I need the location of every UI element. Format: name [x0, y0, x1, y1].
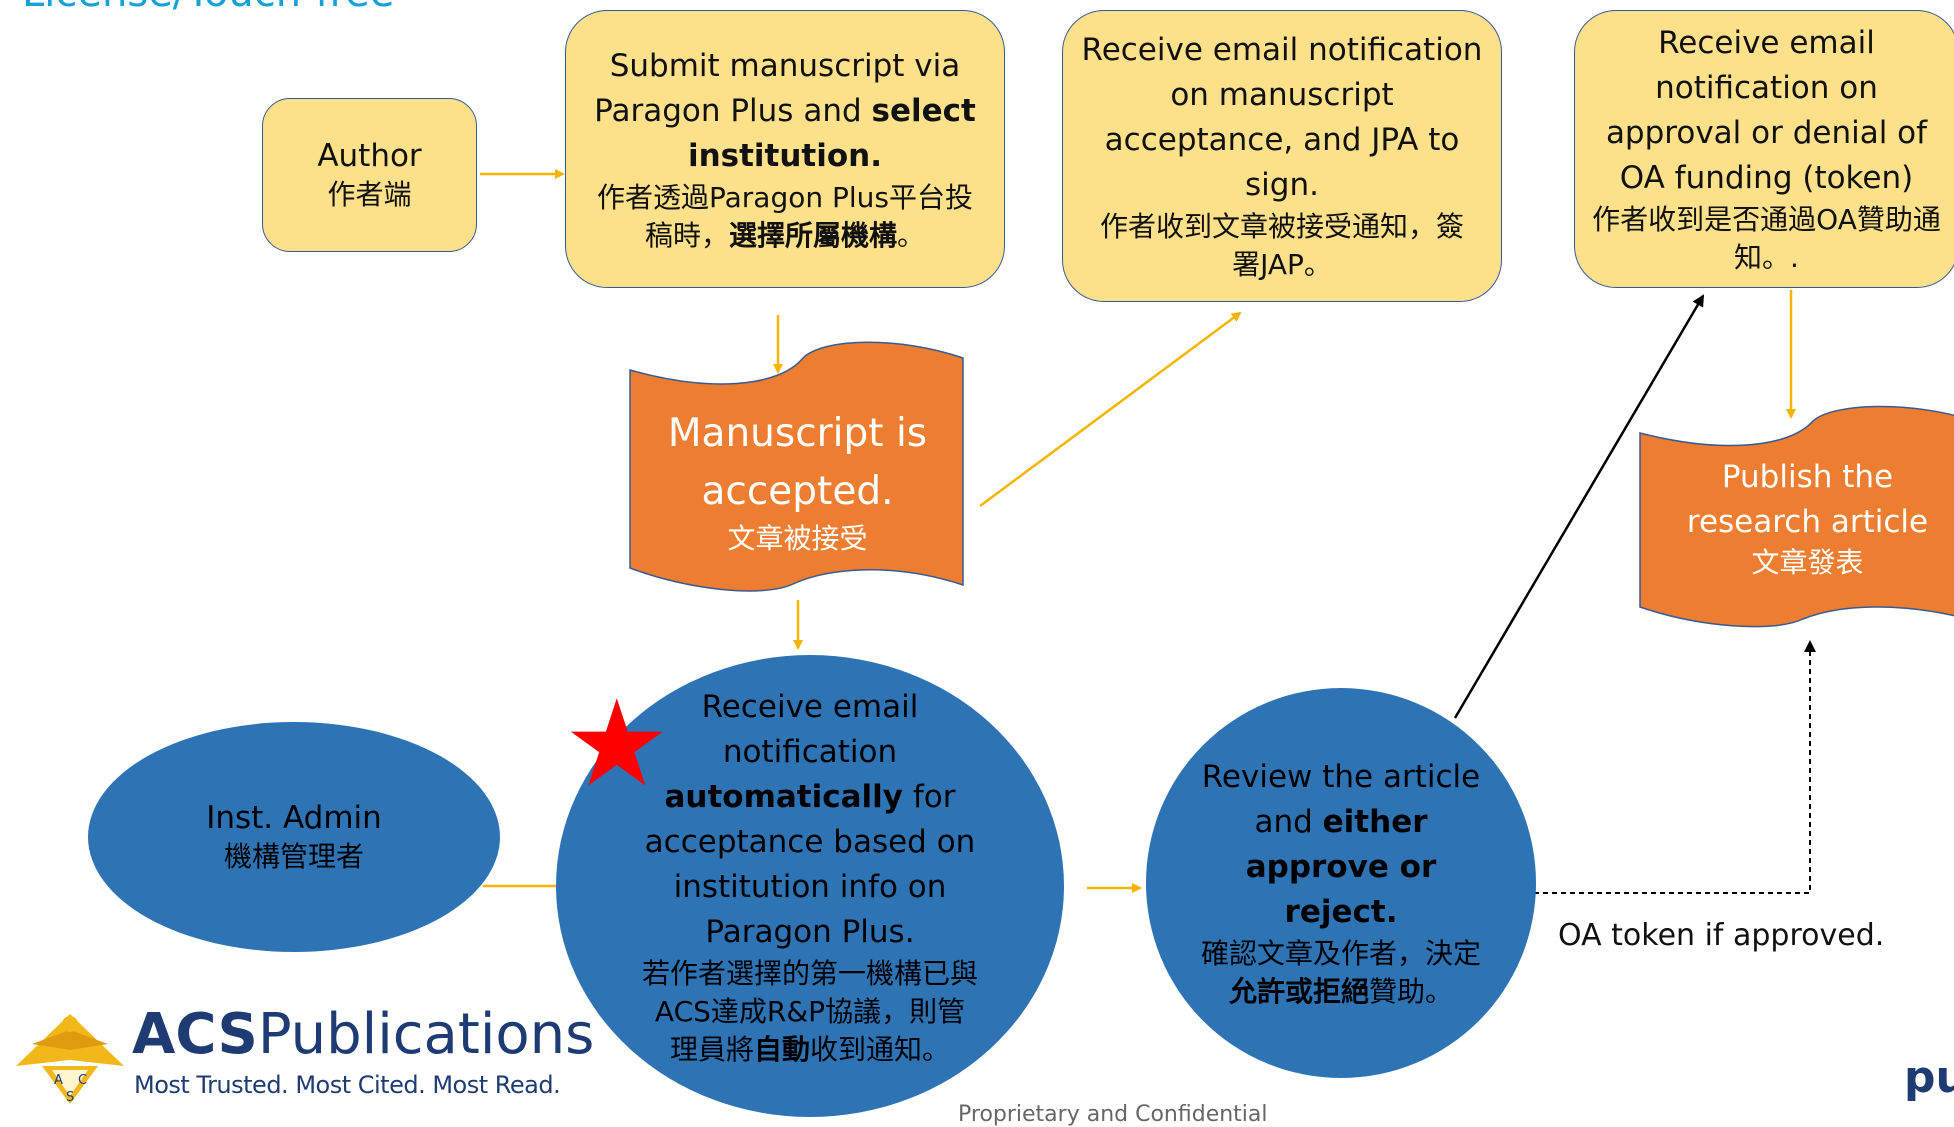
inst-admin-ellipse: Inst. Admin 機構管理者 — [88, 722, 500, 952]
page-title: License/Touch-free — [22, 0, 394, 16]
funding-notice-box: Receive email notification on approval o… — [1574, 10, 1954, 288]
review-circle: Review the article and either approve or… — [1146, 688, 1536, 1078]
arrow-accepted-to-notice — [979, 311, 1242, 508]
author-zh: 作者端 — [327, 178, 412, 211]
auto-notice-en: Receive email notification automatically… — [644, 689, 976, 950]
accepted-doc-shape — [629, 341, 964, 592]
acs-logo: A C S ACSPublications Most Trusted. Most… — [12, 1000, 612, 1110]
acs-emblem-icon: A C S — [16, 1014, 124, 1105]
publish-zh: 文章發表 — [1751, 546, 1864, 579]
review-en: Review the article and either approve or… — [1201, 759, 1481, 930]
publish-doc-label: Publish the research article 文章發表 — [1665, 455, 1950, 581]
publish-en: Publish the research article — [1686, 459, 1929, 540]
admin-zh: 機構管理者 — [223, 840, 364, 873]
star-icon: ★ — [563, 675, 671, 814]
funding-notice-zh: 作者收到是否通過OA贊助通知。. — [1592, 203, 1941, 274]
svg-text:A: A — [54, 1073, 63, 1088]
acceptance-notice-zh: 作者收到文章被接受通知，簽署JAP。 — [1099, 210, 1464, 281]
svg-text:C: C — [78, 1073, 87, 1088]
publish-doc-shape — [1639, 405, 1954, 628]
dashed-token-path — [1534, 640, 1816, 894]
logo-tagline: Most Trusted. Most Cited. Most Read. — [134, 1071, 561, 1099]
arrow-review-to-funding — [1453, 294, 1705, 719]
author-en: Author — [317, 138, 422, 174]
accepted-zh: 文章被接受 — [727, 522, 868, 555]
submit-box: Submit manuscript via Paragon Plus and s… — [565, 10, 1005, 288]
acceptance-notice-box: Receive email notification on manuscript… — [1062, 10, 1502, 302]
footer-text: Proprietary and Confidential — [958, 1102, 1268, 1127]
acceptance-notice-en: Receive email notification on manuscript… — [1081, 32, 1483, 203]
funding-notice-en: Receive email notification on approval o… — [1605, 25, 1928, 196]
admin-en: Inst. Admin — [206, 800, 382, 836]
corner-logo-text: pu — [1904, 1052, 1954, 1103]
review-zh: 確認文章及作者，決定允許或拒絕贊助。 — [1200, 937, 1481, 1008]
submit-en: Submit manuscript via Paragon Plus and s… — [594, 47, 976, 174]
auto-notice-zh: 若作者選擇的第一機構已與ACS達成R&P協議，則管理員將自動收到通知。 — [641, 957, 978, 1066]
author-box: Author 作者端 — [262, 98, 477, 252]
accepted-doc-label: Manuscript is accepted. 文章被接受 — [640, 405, 955, 557]
oa-token-label: OA token if approved. — [1558, 918, 1885, 953]
auto-notification-circle: Receive email notification automatically… — [556, 655, 1064, 1117]
logo-name: ACSPublications — [132, 1002, 595, 1067]
svg-text:S: S — [66, 1090, 74, 1105]
accepted-en: Manuscript is accepted. — [667, 411, 928, 514]
submit-zh: 作者透過Paragon Plus平台投稿時，選擇所屬機構。 — [596, 180, 973, 252]
